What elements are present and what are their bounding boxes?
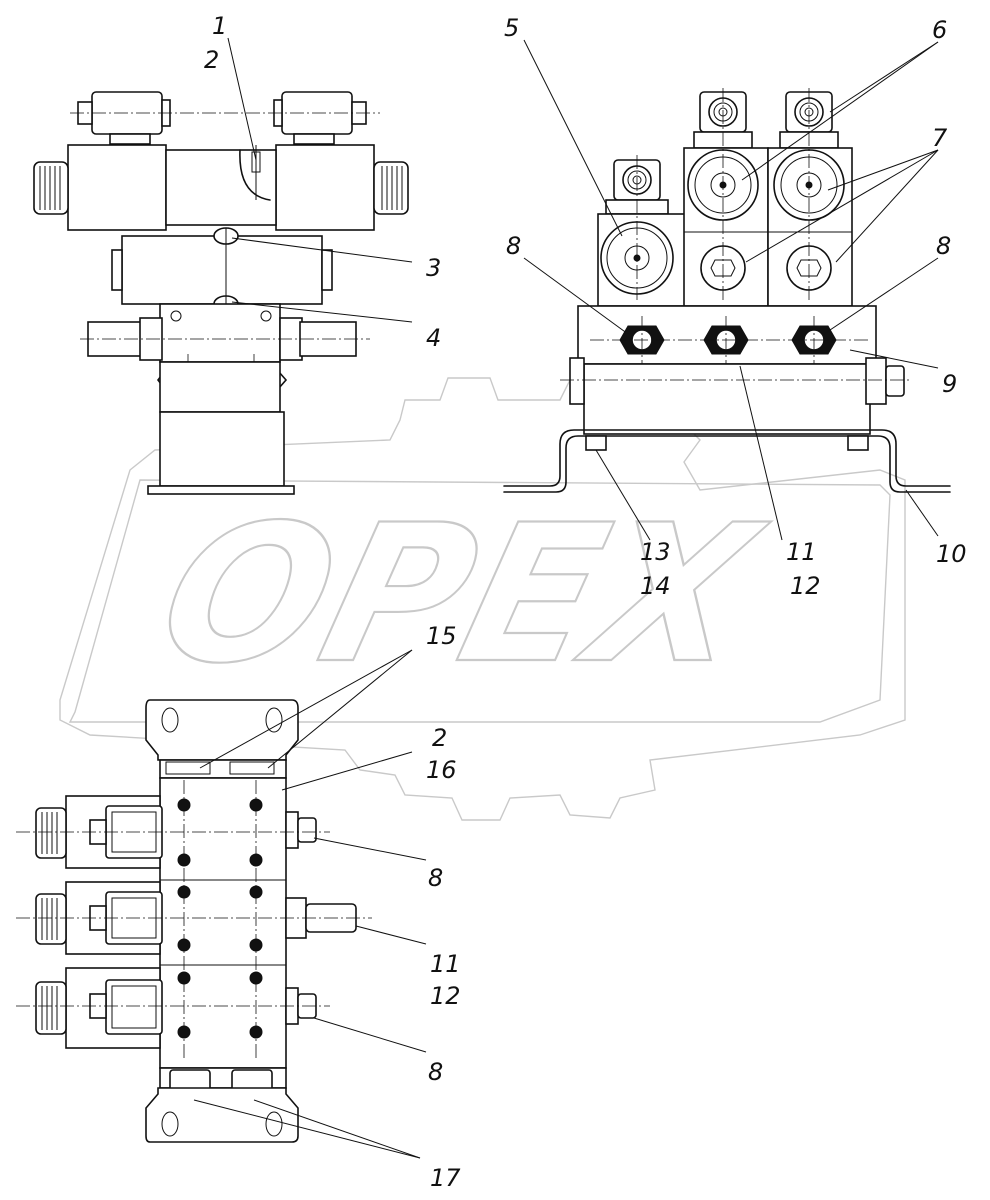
front-connector-left [77,91,171,145]
callout-6: 6 [932,16,947,44]
front-connector-right [273,91,367,145]
front-knurl-right [373,161,409,215]
callout-14: 14 [640,572,671,600]
callout-5: 5 [504,14,519,42]
callout-8-left: 8 [506,232,521,260]
callout-10: 10 [936,540,967,568]
callout-7: 7 [932,124,948,152]
side-view [503,88,951,493]
front-view [33,91,409,495]
callout-2: 2 [204,46,219,74]
callout-13: 13 [640,538,671,566]
watermark-text: OPEX [141,484,781,706]
callout-9: 9 [942,370,957,398]
callout-1: 1 [212,12,227,40]
watermark-gear-logo: OPEX [59,377,906,821]
callout-17: 17 [430,1164,461,1192]
callout-11-top: 11 [786,538,817,566]
callout-12-bottom: 12 [430,982,461,1010]
callout-8-plan-bottom: 8 [428,1058,443,1086]
callout-2-bottom: 2 [432,724,447,752]
callout-11-bottom: 11 [430,950,461,978]
plan-solenoid-row-2 [16,881,372,955]
callout-labels: 1 2 3 4 5 6 7 8 8 9 10 11 12 13 14 15 2 … [204,12,967,1192]
callout-8-plan-top: 8 [428,864,443,892]
front-knurl-left [33,161,69,215]
plan-solenoid-row-1 [16,795,330,869]
leader-lines [193,37,939,1159]
callout-12-top: 12 [790,572,821,600]
callout-3: 3 [426,254,441,282]
plan-solenoid-row-3 [16,967,330,1049]
callout-4: 4 [426,324,441,352]
callout-15: 15 [426,622,457,650]
callout-8-right: 8 [936,232,951,260]
callout-16: 16 [426,756,457,784]
plan-view [16,699,372,1143]
